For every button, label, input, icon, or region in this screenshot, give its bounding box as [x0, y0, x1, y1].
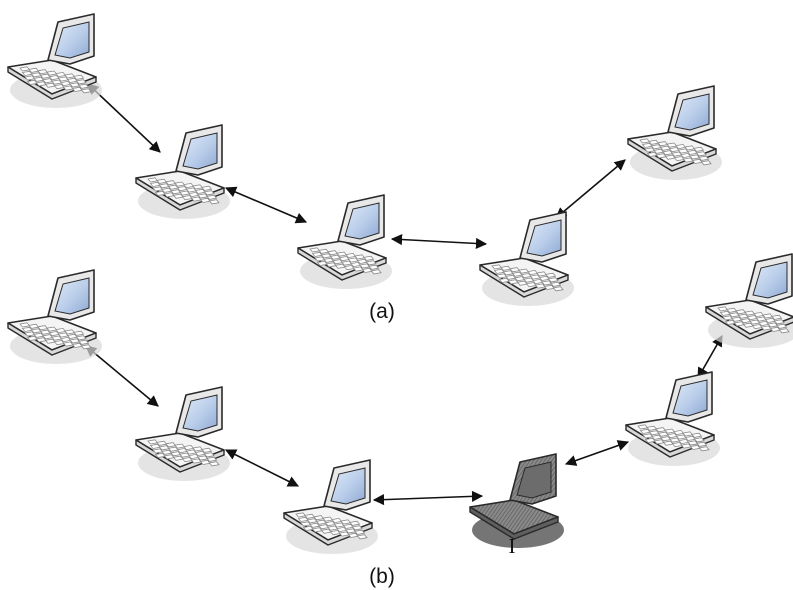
panel-a-laptop-icon-5 [627, 85, 722, 180]
panel-b-link-arrow-3 [372, 490, 484, 506]
panel-b-intruder-laptop-icon [469, 453, 564, 548]
panel-b-link-arrow-4 [564, 440, 630, 466]
panel-a-link-arrow-3 [390, 233, 488, 250]
panel-a-link-arrow-2 [224, 186, 308, 224]
panel-b-link-arrow-2 [224, 449, 300, 487]
panel-a: (a) [7, 13, 722, 323]
panel-b-laptop-icon-3 [283, 459, 378, 554]
panel-a-caption: (a) [369, 300, 395, 323]
panel-b-laptop-icon-2 [135, 386, 230, 481]
panel-b: I (b) [7, 253, 793, 588]
intruder-label: I [509, 534, 516, 558]
panel-b-laptop-icon-6 [705, 253, 793, 348]
panel-a-laptop-icon-1 [7, 13, 102, 108]
links-a [87, 83, 626, 250]
panel-b-link-arrow-1 [85, 345, 159, 407]
nodes-b [7, 253, 793, 554]
links-b [85, 335, 723, 506]
nodes-a [7, 13, 722, 306]
panel-a-link-arrow-1 [87, 83, 161, 153]
panel-b-caption: (b) [369, 565, 395, 588]
panel-a-laptop-icon-3 [297, 194, 392, 289]
panel-b-laptop-icon-1 [7, 269, 102, 364]
panel-b-link-arrow-5 [697, 335, 723, 379]
panel-a-laptop-icon-2 [135, 124, 230, 219]
panel-b-laptop-icon-5 [625, 371, 720, 466]
panel-a-laptop-icon-4 [479, 211, 574, 306]
panel-a-link-arrow-4 [555, 159, 626, 219]
